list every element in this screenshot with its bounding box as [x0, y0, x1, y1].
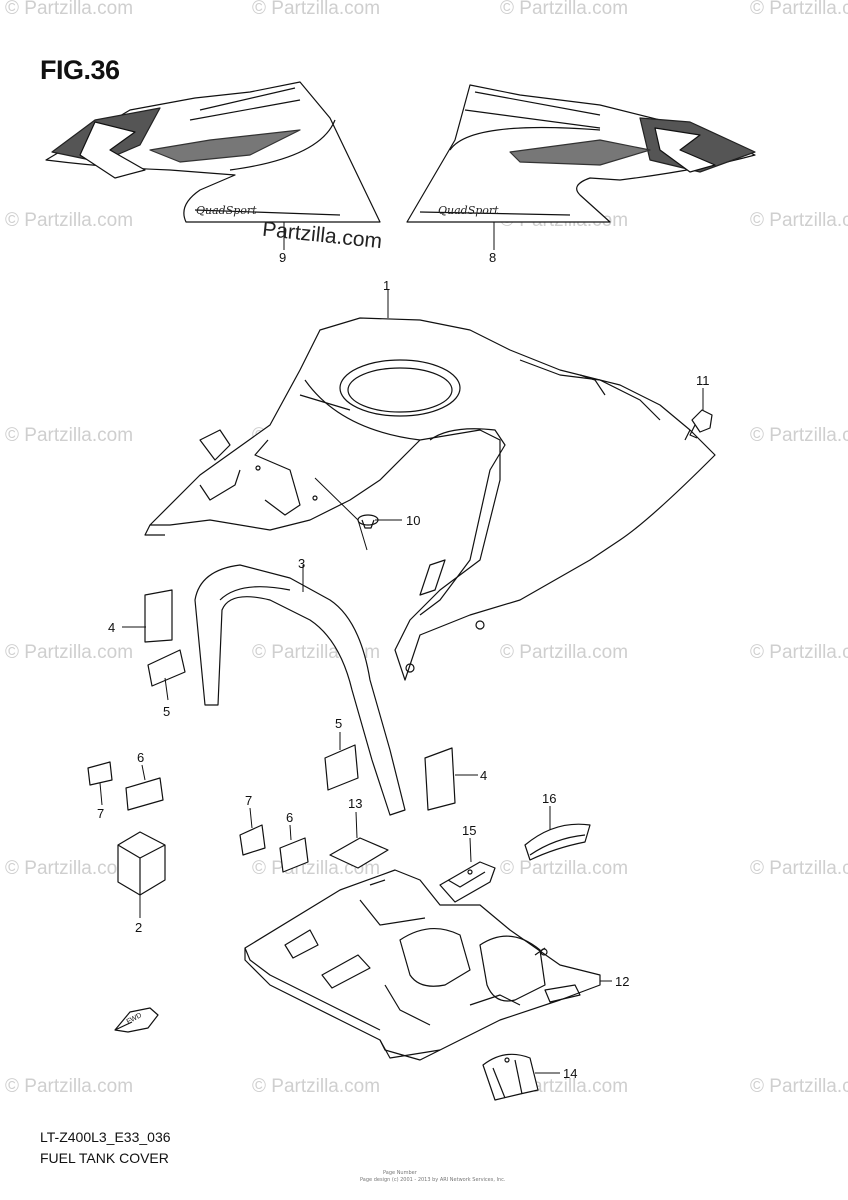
callout-7-left: 7	[97, 806, 104, 821]
floor-panel[interactable]	[244, 869, 601, 1061]
clip-15[interactable]	[439, 861, 496, 903]
decal-right-text: QuadSport	[438, 204, 499, 217]
watermark: © Partzilla.com	[252, 0, 381, 19]
callout-7-center: 7	[245, 793, 252, 808]
seal-strip[interactable]	[194, 564, 406, 816]
decal-right[interactable]: QuadSport	[406, 84, 756, 223]
callout-9: 9	[279, 250, 286, 265]
callout-5-left: 5	[163, 704, 170, 719]
callout-3: 3	[298, 556, 305, 571]
callout-4-right: 4	[480, 768, 487, 783]
callout-11: 11	[696, 373, 710, 388]
guard-14[interactable]	[482, 1053, 539, 1101]
watermark: © Partzilla.com	[5, 642, 134, 663]
watermark: © Partzilla.com	[252, 1076, 381, 1097]
watermark: © Partzilla.com	[5, 1076, 134, 1097]
decal-left[interactable]: QuadSport	[45, 81, 381, 223]
figure-label: FIG.36	[40, 55, 120, 85]
callout-12: 12	[615, 974, 629, 989]
callout-6-center: 6	[286, 810, 293, 825]
watermark: © Partzilla.com	[750, 210, 848, 231]
callout-2: 2	[135, 920, 142, 935]
pad-5-center[interactable]	[324, 744, 359, 791]
fuel-tank-cover[interactable]	[144, 317, 716, 681]
watermark: © Partzilla.com	[750, 0, 848, 19]
callout-16: 16	[542, 791, 556, 806]
pad-4-right[interactable]	[424, 747, 456, 811]
pad-7-left[interactable]	[87, 761, 113, 786]
model-code: LT-Z400L3_E33_036	[40, 1129, 171, 1145]
watermark: © Partzilla.com	[5, 425, 134, 446]
footer-copyright: Page design (c) 2001 - 2013 by ARI Netwo…	[360, 1177, 506, 1183]
footer-page-number: Page Number	[383, 1170, 417, 1176]
watermark: © Partzilla.com	[750, 425, 848, 446]
callout-4-left: 4	[108, 620, 115, 635]
watermark: © Partzilla.com	[5, 858, 134, 879]
pad-6-center[interactable]	[279, 837, 309, 873]
watermark: © Partzilla.com	[500, 0, 629, 19]
fwd-arrow-icon: FWD	[114, 1007, 159, 1033]
watermark: © Partzilla.com	[500, 858, 629, 879]
callout-6-left: 6	[137, 750, 144, 765]
sheet-13[interactable]	[329, 837, 389, 869]
grommet-10[interactable]	[357, 514, 379, 529]
watermark: © Partzilla.com	[750, 642, 848, 663]
clip-11[interactable]	[689, 409, 713, 439]
watermark: © Partzilla.com	[500, 642, 629, 663]
watermark: © Partzilla.com	[5, 210, 134, 231]
callout-14: 14	[563, 1066, 577, 1081]
callout-5-center: 5	[335, 716, 342, 731]
callout-8: 8	[489, 250, 496, 265]
pad-4-left[interactable]	[144, 589, 173, 643]
callout-15: 15	[462, 823, 476, 838]
pad-6-left[interactable]	[125, 777, 164, 811]
callout-10: 10	[406, 513, 420, 528]
watermark: © Partzilla.com	[750, 858, 848, 879]
section-title: FUEL TANK COVER	[40, 1150, 169, 1166]
block-2[interactable]	[117, 831, 166, 896]
decal-left-text: QuadSport	[196, 204, 257, 217]
watermark: © Partzilla.com	[5, 0, 134, 19]
pad-7-center[interactable]	[239, 824, 266, 856]
guard-16[interactable]	[524, 823, 591, 861]
callout-1: 1	[383, 278, 390, 293]
callout-13: 13	[348, 796, 362, 811]
watermark: © Partzilla.com	[750, 1076, 848, 1097]
pad-5-left[interactable]	[147, 649, 186, 687]
